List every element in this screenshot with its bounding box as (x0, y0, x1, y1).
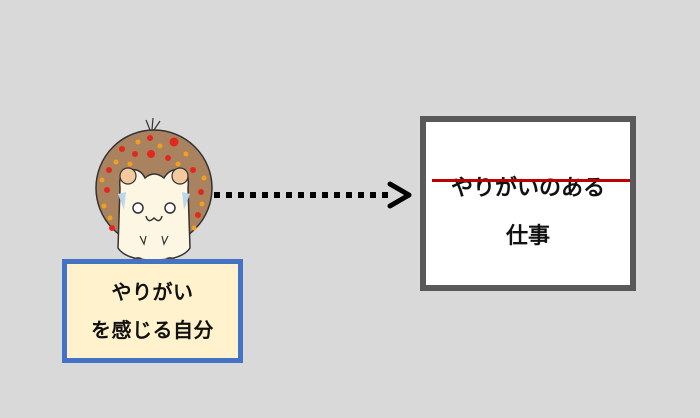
self-box-line1: やりがい (111, 280, 194, 304)
struck-phrase: やりがいのある (450, 176, 605, 201)
strikethrough-line (432, 179, 630, 182)
work-box: やりがいのある 仕事 (420, 116, 636, 291)
hedgehog-illustration (95, 118, 213, 266)
self-box-line2: を感じる自分 (91, 318, 214, 342)
self-box: やりがい を感じる自分 (62, 259, 243, 363)
dotted-arrow-right-icon (214, 181, 412, 209)
job-label: 仕事 (505, 224, 550, 249)
